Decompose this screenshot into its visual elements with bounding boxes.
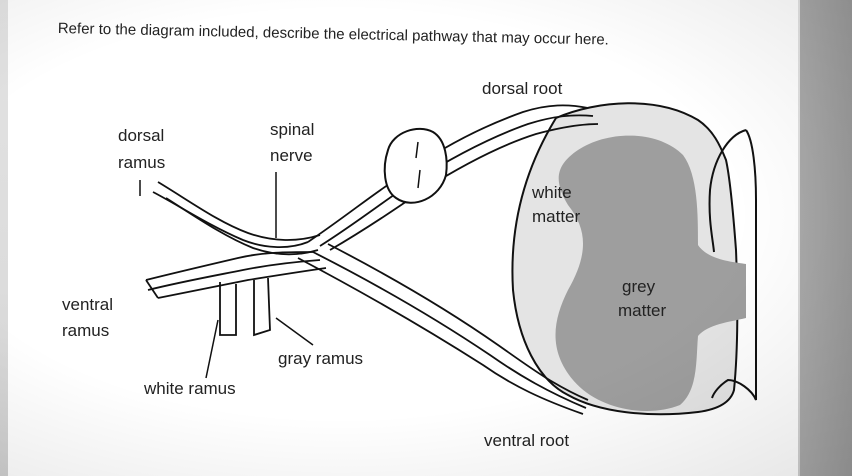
label-white-ramus: white ramus xyxy=(143,379,236,398)
spinal-nerve-trunk xyxy=(145,181,327,299)
side-panel-edge xyxy=(800,0,852,476)
label-gray-ramus: gray ramus xyxy=(278,349,363,368)
ventral-root-fibers xyxy=(297,243,589,415)
rami-communicantes xyxy=(219,277,271,337)
label-grey-matter-2: matter xyxy=(618,301,667,320)
label-dorsal-ramus-1: dorsal xyxy=(118,126,164,145)
spinal-nerve-diagram: dorsal root spinal nerve dorsal ramus wh… xyxy=(62,79,757,450)
label-dorsal-ramus-2: ramus xyxy=(118,153,165,172)
label-ventral-ramus-1: ventral xyxy=(62,295,113,314)
label-spinal-nerve-1: spinal xyxy=(270,120,314,139)
dorsal-root-ganglion xyxy=(383,127,448,204)
spinal-cord-grey-matter xyxy=(555,135,746,412)
label-grey-matter-1: grey xyxy=(622,277,656,296)
label-white-matter-2: matter xyxy=(532,207,581,226)
label-spinal-nerve-2: nerve xyxy=(270,146,313,165)
white-ramus-loop xyxy=(219,282,237,336)
spinal-cord-midline-edge xyxy=(708,129,757,401)
dorsal-root-fibers xyxy=(307,104,599,251)
question-card: Refer to the diagram included, describe … xyxy=(8,0,798,476)
leader-lines xyxy=(139,172,314,379)
label-ventral-ramus-2: ramus xyxy=(62,321,109,340)
label-white-matter-1: white xyxy=(531,183,572,202)
gray-ramus-loop xyxy=(253,277,271,337)
label-dorsal-root: dorsal root xyxy=(482,79,563,98)
label-ventral-root: ventral root xyxy=(484,431,569,450)
